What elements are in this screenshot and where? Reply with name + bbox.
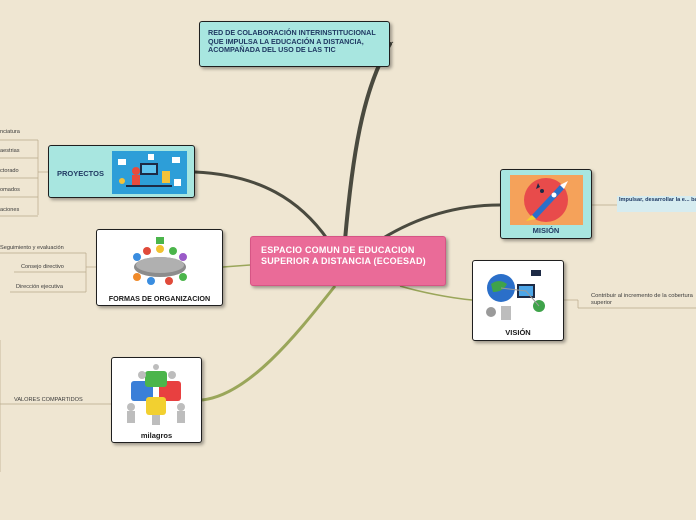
formas-leaf-seguimiento[interactable]: Seguimiento y evaluación bbox=[0, 245, 64, 251]
topic-proyectos-label: PROYECTOS bbox=[57, 169, 104, 178]
meeting-table-icon bbox=[123, 235, 197, 291]
proyectos-leaf-doctorado[interactable]: ctorado bbox=[0, 168, 19, 174]
proyectos-leaf-publicaciones[interactable]: aciones bbox=[0, 207, 20, 213]
puzzle-people-icon bbox=[119, 363, 195, 429]
central-topic-label: ESPACIO COMUN DE EDUCACION SUPERIOR A DI… bbox=[261, 245, 426, 266]
milagros-leaf-valores[interactable]: VALORES COMPARTIDOS bbox=[14, 397, 83, 403]
proyectos-leaf-maestrias[interactable]: aestrias bbox=[0, 148, 20, 154]
topic-formas-organizacion[interactable]: FORMAS DE ORGANIZACION bbox=[96, 229, 223, 306]
formas-leaf-direccion[interactable]: Dirección ejecutiva bbox=[16, 284, 63, 290]
branch-red bbox=[343, 42, 392, 242]
topic-milagros-label: milagros bbox=[140, 431, 173, 440]
branch-mision bbox=[379, 203, 501, 242]
topic-mision[interactable]: MISIÓN bbox=[500, 169, 592, 239]
vision-leaf-note[interactable]: Contribuir al incremento de la cobertura… bbox=[591, 293, 693, 306]
topic-proyectos[interactable]: PROYECTOS bbox=[48, 145, 195, 198]
central-topic[interactable]: ESPACIO COMUN DE EDUCACION SUPERIOR A DI… bbox=[250, 236, 446, 286]
topic-mision-label: MISIÓN bbox=[532, 226, 560, 235]
rocket-icon bbox=[510, 175, 583, 225]
formas-leaf-consejo[interactable]: Consejo directivo bbox=[21, 264, 64, 270]
topic-milagros[interactable]: milagros bbox=[111, 357, 202, 443]
topic-red-label: RED DE COLABORACIÓN INTERINSTITUCIONAL Q… bbox=[208, 28, 376, 54]
topic-vision[interactable]: VISIÓN bbox=[472, 260, 564, 341]
branch-milagros bbox=[201, 285, 337, 402]
mision-leaf-note[interactable]: Impulsar, desarrollar la e... basada en … bbox=[617, 196, 696, 212]
topic-formas-label: FORMAS DE ORGANIZACION bbox=[108, 294, 211, 303]
proyectos-leaf-licenciatura[interactable]: nciatura bbox=[0, 129, 20, 135]
branch-proyectos bbox=[194, 170, 330, 241]
branch-formas bbox=[222, 264, 251, 268]
proyectos-illustration-icon bbox=[112, 151, 187, 194]
topic-vision-label: VISIÓN bbox=[505, 328, 531, 337]
proyectos-leaf-diplomados[interactable]: omados bbox=[0, 187, 20, 193]
branch-vision bbox=[399, 285, 473, 301]
topic-red-colaboracion[interactable]: RED DE COLABORACIÓN INTERINSTITUCIONAL Q… bbox=[199, 21, 390, 67]
globe-network-icon bbox=[481, 266, 556, 326]
